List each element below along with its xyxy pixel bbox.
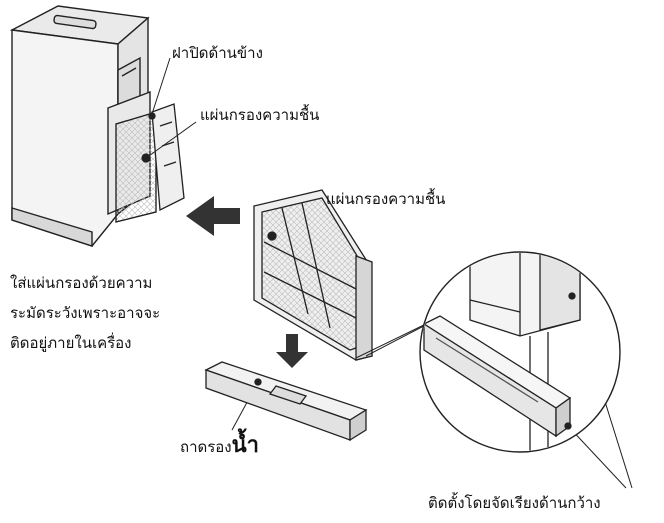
caution-line-1: ใส่แผ่นกรองด้วยความ [10, 274, 153, 292]
filter-panel [253, 189, 373, 361]
caution-line-3: ติดอยู่ภายในเครื่อง [10, 334, 132, 352]
label-side-cover: ฝาปิดด้านข้าง [172, 44, 263, 62]
label-install-note: ติดตั้งโดยจัดเรียงด้านกว้าง [428, 494, 601, 512]
label-filter-top: แผ่นกรองความชื้น [200, 106, 320, 124]
caution-line-2: ระมัดระวังเพราะอาจจะ [10, 304, 161, 322]
caution-note: ใส่แผ่นกรองด้วยความ ระมัดระวังเพราะอาจจะ… [10, 268, 160, 358]
insert-arrow [186, 196, 240, 236]
tray-prefix: ถาดรอง [180, 438, 232, 456]
inserted-filter [115, 111, 157, 223]
magnified-detail [419, 251, 621, 453]
water-tray [204, 361, 368, 442]
label-filter-mid: แผ่นกรองความชื้น [326, 190, 446, 208]
down-arrow [276, 334, 308, 368]
label-water-tray: ถาดรองน้ำ [180, 432, 259, 460]
tray-word: น้ำ [231, 433, 260, 458]
side-cover [148, 103, 185, 212]
